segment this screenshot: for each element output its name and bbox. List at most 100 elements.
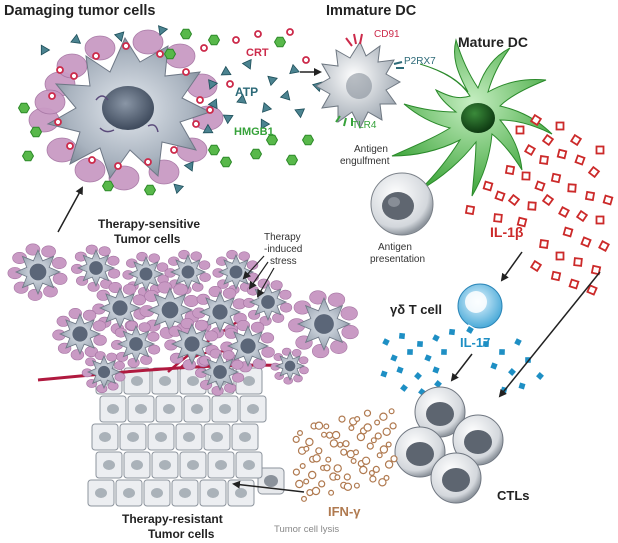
il1b-square — [580, 236, 592, 248]
crt-dot — [114, 162, 122, 170]
il1b-square — [493, 213, 503, 223]
tissue-cell-nucleus — [239, 432, 251, 442]
crt-dot — [56, 66, 64, 74]
crt-dots-on-cell — [48, 42, 214, 170]
il1b-square — [523, 143, 537, 157]
bleb — [178, 249, 190, 260]
bleb — [43, 285, 58, 298]
sensitive-tumor-cell — [111, 320, 161, 368]
title-damaging-tumor-cells: Damaging tumor cells — [4, 3, 155, 19]
ifng-dot — [299, 463, 306, 470]
sensitive-tumor-cell — [220, 319, 275, 373]
atp-molecule — [183, 160, 194, 172]
label-antigen-presentation-2: presentation — [370, 254, 425, 265]
ctl-cell — [394, 426, 446, 478]
cell-nucleus — [29, 263, 47, 281]
bleb — [198, 260, 211, 270]
hmgb1-molecule — [219, 156, 233, 168]
cell-nucleus — [184, 336, 200, 352]
il1b-square — [590, 264, 602, 276]
atp-molecule — [236, 93, 247, 104]
immature-dc-nucleus — [346, 73, 372, 99]
il1b-square — [562, 226, 574, 238]
ifng-dot — [337, 441, 344, 448]
atp-molecule — [157, 25, 169, 36]
il17-square — [397, 331, 407, 341]
il1b-square — [464, 204, 476, 216]
damaging-cell-er — [95, 95, 159, 133]
ifng-dot — [353, 449, 360, 456]
receptor-p2rx7 — [393, 61, 404, 69]
bleb — [127, 357, 140, 368]
crt-dot — [66, 142, 74, 150]
cell-nucleus — [229, 265, 243, 279]
bleb — [108, 165, 140, 191]
bleb — [25, 243, 41, 256]
ifng-dot — [379, 412, 388, 421]
hmgb1-molecule — [273, 36, 287, 48]
bleb — [211, 385, 224, 396]
bleb — [93, 334, 107, 346]
hmgb1-molecule — [301, 134, 315, 146]
il1b-square — [529, 113, 543, 127]
antigen-presenting-cell — [370, 172, 434, 236]
bleb — [84, 35, 116, 61]
atp-molecule — [40, 44, 51, 56]
bleb — [327, 292, 346, 307]
bleb — [208, 285, 223, 297]
cell-nucleus — [139, 267, 153, 281]
hmgb1-molecule — [163, 48, 177, 60]
label-therapy-stress-3: stress — [270, 256, 297, 267]
il1b-square — [556, 148, 568, 160]
ifng-dot — [292, 435, 300, 443]
stress-arrows — [242, 255, 275, 298]
bleb — [148, 253, 160, 263]
ifng-dot — [340, 448, 348, 456]
bleb — [148, 344, 161, 355]
damaging-cell-nucleus — [102, 86, 154, 130]
bleb — [107, 381, 119, 391]
ifng-dot — [385, 441, 392, 448]
il1b-square — [539, 239, 549, 249]
bleb — [199, 272, 211, 283]
il1b-square — [575, 209, 589, 223]
ifng-dot — [388, 408, 395, 415]
bleb — [107, 255, 120, 266]
il17-square — [481, 339, 491, 349]
atp-molecule — [267, 75, 278, 87]
bleb — [252, 358, 267, 370]
il17-square — [506, 366, 518, 378]
il17-square — [394, 364, 406, 376]
ifng-dot — [372, 465, 380, 473]
crt-molecule — [232, 36, 240, 44]
ifng-dot — [363, 409, 372, 417]
tissue-cell-nucleus — [99, 432, 111, 442]
il1b-square — [598, 240, 610, 252]
bleb — [52, 272, 68, 285]
sensitive-tumor-cell — [52, 307, 107, 361]
bleb — [279, 289, 292, 300]
tissue-cell-nucleus — [135, 404, 147, 414]
ifng-dot — [338, 415, 346, 423]
il17-square — [415, 339, 425, 349]
crt-dot — [70, 72, 78, 80]
atp-molecule — [279, 89, 291, 101]
bleb — [194, 319, 209, 331]
ifng-dot — [376, 452, 383, 459]
tissue-cell-nucleus — [211, 432, 223, 442]
tissue-cell-nucleus — [191, 404, 203, 414]
bleb — [222, 350, 235, 361]
ifng-dot — [378, 478, 387, 487]
il1b-square — [534, 180, 546, 192]
tissue-cell-nucleus — [123, 488, 135, 498]
il1b-square — [595, 215, 605, 225]
ifng-dot — [297, 430, 304, 437]
il17-square — [534, 370, 546, 382]
bleb — [209, 348, 222, 359]
cell-nucleus — [89, 261, 103, 275]
il1b-square — [539, 155, 549, 165]
il1b-square — [569, 133, 583, 147]
bleb — [132, 294, 147, 306]
damaging-tumor-cell — [28, 29, 224, 191]
ifng-dot — [361, 456, 371, 465]
